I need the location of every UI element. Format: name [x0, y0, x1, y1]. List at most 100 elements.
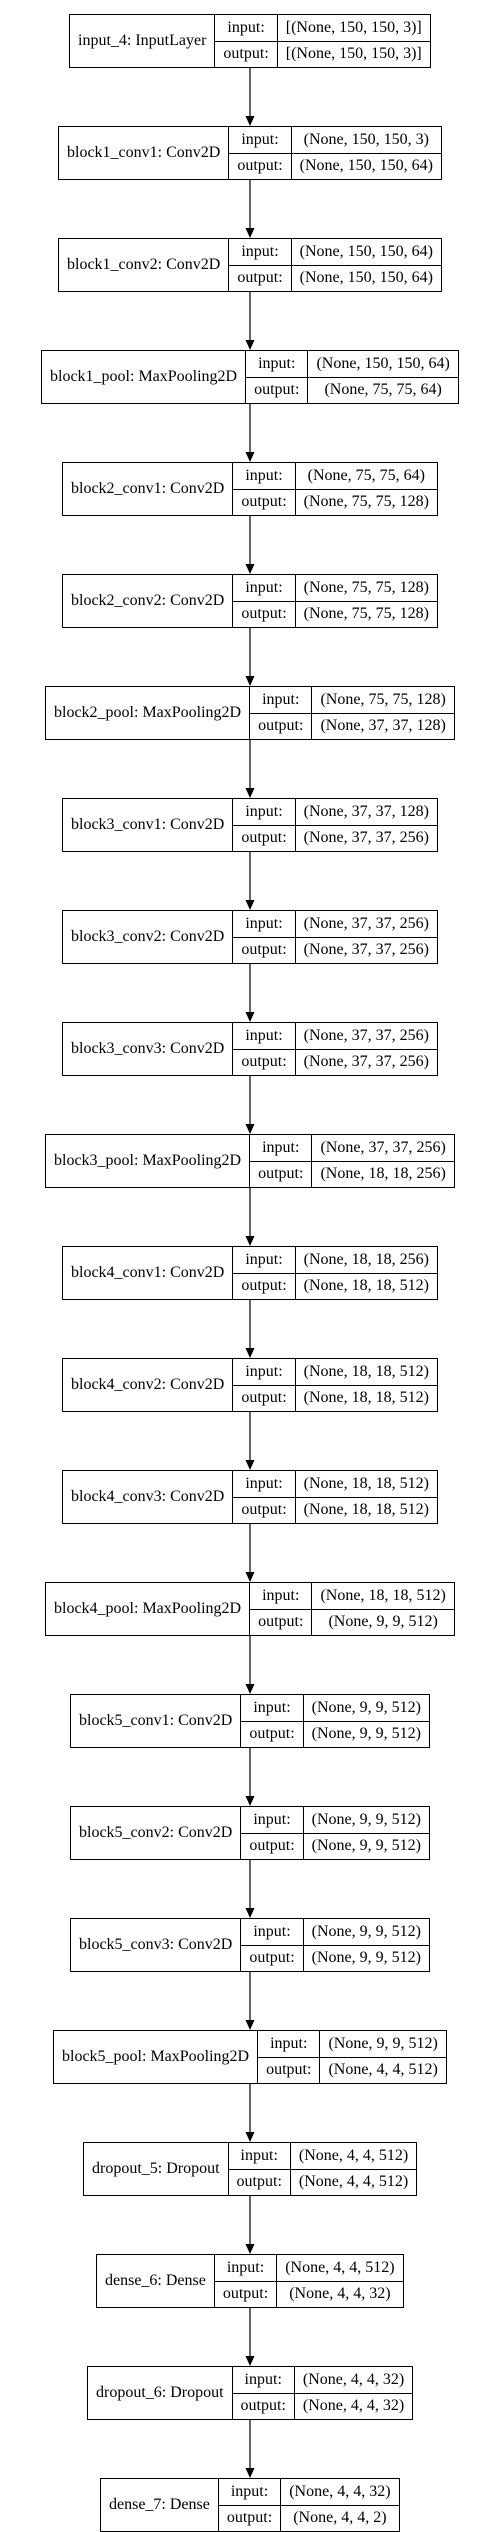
output-label: output: [214, 2280, 277, 2308]
port-labels: input:output: [233, 575, 296, 627]
input-shape: (None, 4, 4, 32) [302, 2370, 405, 2388]
output-shape: (None, 4, 4, 512) [320, 2056, 446, 2084]
layer-name: block2_conv1: Conv2D [63, 463, 234, 515]
input-label: input: [253, 1698, 291, 1716]
output-shape: (None, 37, 37, 256) [295, 1048, 437, 1076]
output-shape: (None, 18, 18, 512) [295, 1384, 437, 1412]
input-shape: (None, 4, 4, 32) [289, 2482, 391, 2500]
shape-values: (None, 150, 150, 3)(None, 150, 150, 64) [291, 127, 441, 179]
input-shape: (None, 18, 18, 512) [303, 1474, 429, 1492]
input-shape: [(None, 150, 150, 3)] [285, 18, 422, 36]
output-label: output: [229, 152, 291, 180]
shape-values: (None, 37, 37, 256)(None, 37, 37, 256) [295, 911, 437, 963]
shape-values: (None, 4, 4, 512)(None, 4, 4, 32) [277, 2255, 403, 2307]
port-labels: input:output: [214, 2255, 278, 2308]
input-shape: (None, 150, 150, 64) [299, 242, 433, 260]
arrowhead-icon [245, 228, 255, 238]
arrowhead-icon [245, 1572, 255, 1582]
layer-name: block5_conv2: Conv2D [71, 1807, 242, 1859]
arrowhead-icon [245, 2468, 255, 2478]
output-shape: (None, 9, 9, 512) [303, 1944, 429, 1972]
arrowhead-icon [245, 2020, 255, 2030]
output-shape: (None, 4, 4, 32) [294, 2392, 413, 2420]
input-label: input: [227, 18, 265, 36]
input-shape: (None, 4, 4, 512) [298, 2146, 409, 2164]
port-labels: input:output: [232, 2367, 295, 2419]
input-label: input: [253, 1810, 291, 1828]
layer-name: dense_6: Dense [97, 2255, 215, 2307]
input-label: input: [241, 130, 279, 148]
output-shape: (None, 37, 37, 128) [312, 712, 454, 740]
layer-node: block5_conv2: Conv2D input: output: (None, … [70, 1806, 430, 1860]
layer-name: block1_conv1: Conv2D [59, 127, 230, 179]
shape-values: (None, 37, 37, 256)(None, 37, 37, 256) [295, 1023, 437, 1076]
input-shape: (None, 75, 75, 128) [303, 578, 429, 596]
layer-node: block1_conv1: Conv2D input: output:(None, … [58, 126, 442, 180]
layer-name: block4_conv3: Conv2D [63, 1471, 234, 1523]
layer-name: block1_conv2: Conv2D [59, 239, 230, 291]
input-shape: (None, 4, 4, 512) [285, 2258, 395, 2276]
output-label: output: [215, 40, 277, 68]
output-label: output: [246, 376, 308, 404]
arrowhead-icon [245, 900, 255, 910]
arrowhead-icon [245, 340, 255, 350]
input-shape: (None, 18, 18, 512) [303, 1362, 429, 1380]
output-label: output: [233, 824, 295, 852]
output-label: output: [250, 1608, 312, 1636]
layer-name: block5_pool: MaxPooling2D [54, 2031, 259, 2083]
port-labels: input:output: [233, 911, 296, 963]
port-labels: input:output: [233, 463, 296, 516]
output-shape: (None, 37, 37, 256) [295, 824, 437, 852]
input-label: input: [244, 2370, 282, 2388]
port-labels: input:output: [233, 1247, 296, 1300]
arrowhead-icon [245, 1348, 255, 1358]
input-label: input: [258, 354, 296, 372]
output-label: output: [250, 712, 312, 740]
input-label: input: [245, 914, 283, 932]
port-labels: input:output: [250, 687, 313, 740]
input-shape: (None, 37, 37, 256) [303, 914, 429, 932]
port-labels: input:output: [258, 2031, 321, 2084]
output-shape: (None, 75, 75, 64) [308, 376, 458, 404]
shape-values: (None, 4, 4, 32) (None, 4, 4, 2) [281, 2479, 399, 2532]
output-label: output: [233, 488, 295, 516]
arrowhead-icon [245, 564, 255, 574]
input-shape: (None, 9, 9, 512) [311, 1810, 421, 1828]
output-shape: (None, 18, 18, 512) [295, 1272, 437, 1300]
output-label: output: [228, 2168, 290, 2196]
output-shape: (None, 4, 4, 2) [281, 2504, 399, 2532]
layer-name: block4_conv1: Conv2D [63, 1247, 234, 1299]
layer-name: dense_7: Dense [101, 2479, 219, 2531]
input-label: input: [245, 1026, 283, 1044]
input-shape: (None, 37, 37, 256) [320, 1138, 446, 1156]
output-label: output: [233, 1272, 295, 1300]
layer-name: block3_conv3: Conv2D [63, 1023, 234, 1075]
input-label: input: [245, 1474, 283, 1492]
input-shape: (None, 9, 9, 512) [311, 1698, 421, 1716]
shape-values: (None, 9, 9, 512)(None, 9, 9, 512) [303, 1919, 429, 1972]
input-label: input: [262, 1586, 300, 1604]
output-label: output: [233, 1384, 295, 1412]
port-labels: input: output: [246, 351, 309, 404]
output-label: output: [258, 2056, 320, 2084]
shape-values: (None, 18, 18, 512)(None, 18, 18, 512) [295, 1471, 437, 1523]
input-label: input: [245, 802, 283, 820]
output-shape: (None, 18, 18, 256) [312, 1160, 454, 1188]
layer-name: block5_conv1: Conv2D [71, 1695, 242, 1747]
output-shape: (None, 9, 9, 512) [303, 1720, 429, 1748]
shape-values: (None, 75, 75, 64)(None, 75, 75, 128) [295, 463, 437, 515]
output-label: output: [241, 1832, 303, 1860]
